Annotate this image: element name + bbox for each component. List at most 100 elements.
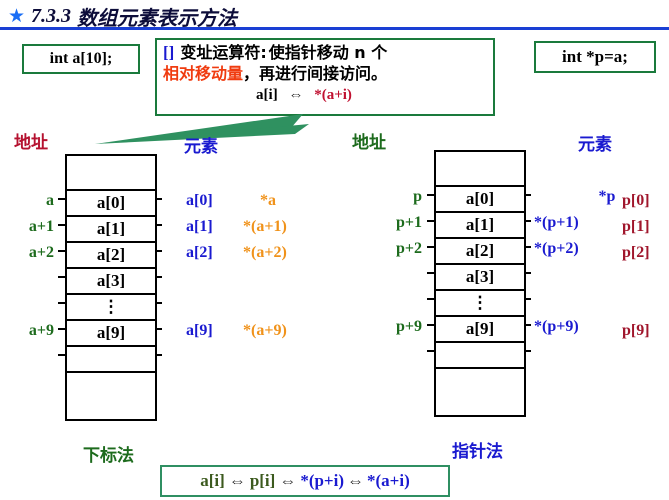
tick-mark <box>524 194 531 196</box>
array-declaration-code: int a[10]; <box>49 50 113 67</box>
table-row: a[0] <box>436 187 524 213</box>
summary-formula-box: a[i]⇔p[i]⇔*(p+i)⇔*(a+i) <box>160 465 450 497</box>
right-index-9: p[9] <box>622 322 650 339</box>
tick-mark <box>58 276 65 278</box>
pointer-declaration-code: int *p=a; <box>562 47 628 66</box>
right-deref-9: *(p+9) <box>534 318 579 335</box>
right-deref-1: *(p+1) <box>534 214 579 231</box>
table-row: a[1] <box>67 217 155 243</box>
left-element-9: a[9] <box>186 322 213 339</box>
table-row <box>67 373 155 419</box>
equivalence-icon-1: ⇔ <box>228 471 246 490</box>
equivalence-icon-2: ⇔ <box>279 471 297 490</box>
array-declaration-box: int a[10]; <box>22 44 140 74</box>
tick-mark <box>427 246 434 248</box>
title-number: 7.3.3 <box>31 5 72 27</box>
explanation-desc-1: 使指针移动 n 个 <box>268 43 388 62</box>
star-icon: ★ <box>8 6 26 27</box>
left-deref-2: *(a+2) <box>243 244 287 261</box>
tick-mark <box>524 272 531 274</box>
table-row <box>436 152 524 187</box>
table-row: a[1] <box>436 213 524 239</box>
tick-mark <box>524 246 531 248</box>
formula-term-1: a[i] <box>200 471 225 490</box>
table-row: a[3] <box>436 265 524 291</box>
explanation-formula: a[i] ⇔ *(a+i) <box>163 85 487 106</box>
tick-mark <box>427 220 434 222</box>
explanation-formula-right: *(a+i) <box>314 87 352 103</box>
table-row: a[9] <box>67 321 155 347</box>
table-row <box>436 369 524 415</box>
right-address-1: p+1 <box>395 214 422 231</box>
tick-mark <box>155 250 162 252</box>
tick-mark <box>155 276 162 278</box>
table-row: a[2] <box>67 243 155 269</box>
tick-mark <box>524 324 531 326</box>
tick-mark <box>155 302 162 304</box>
page-title: ★ 7.3.3 数组元素表示方法 <box>8 2 237 31</box>
right-address-2: p+2 <box>395 240 422 257</box>
right-address-0: p <box>413 188 422 205</box>
explanation-term: 变址运算符: <box>180 43 267 62</box>
explanation-formula-left: a[i] <box>256 87 278 103</box>
right-index-1: p[1] <box>622 218 650 235</box>
tick-mark <box>427 194 434 196</box>
table-row <box>67 156 155 191</box>
tick-mark <box>58 224 65 226</box>
tick-mark <box>58 198 65 200</box>
explanation-desc-2: ，再进行间接访问。 <box>243 64 388 83</box>
table-row <box>67 347 155 373</box>
tick-mark <box>524 298 531 300</box>
right-deref-0: *p <box>598 188 616 205</box>
summary-formula-text: a[i]⇔p[i]⇔*(p+i)⇔*(a+i) <box>200 471 409 491</box>
tick-mark <box>58 354 65 356</box>
equivalence-icon-3: ⇔ <box>347 471 364 490</box>
tick-mark <box>155 224 162 226</box>
table-row-ellipsis: ⋮ <box>67 295 155 321</box>
table-row: a[0] <box>67 191 155 217</box>
tick-mark <box>155 354 162 356</box>
explanation-line-1: [] 变址运算符: 使指针移动 n 个 <box>163 42 487 63</box>
tick-mark <box>155 198 162 200</box>
table-row-ellipsis: ⋮ <box>436 291 524 317</box>
operator-explanation-box: [] 变址运算符: 使指针移动 n 个 相对移动量，再进行间接访问。 a[i] … <box>155 38 495 116</box>
equivalence-icon: ⇔ <box>288 87 304 103</box>
left-address-2: a+2 <box>28 244 54 261</box>
bracket-operator-symbol: [] <box>163 43 175 62</box>
left-deref-9: *(a+9) <box>243 322 287 339</box>
callout-pointer-icon <box>95 114 309 144</box>
right-deref-2: *(p+2) <box>534 240 579 257</box>
left-diagram-caption: 下标法 <box>83 446 134 465</box>
right-element-header: 元素 <box>578 135 612 154</box>
left-address-header: 地址 <box>14 133 48 152</box>
table-row: a[3] <box>67 269 155 295</box>
left-element-header: 元素 <box>184 137 218 156</box>
explanation-highlight: 相对移动量 <box>163 64 244 83</box>
left-address-0: a <box>46 192 54 209</box>
tick-mark <box>427 272 434 274</box>
left-element-1: a[1] <box>186 218 213 235</box>
left-memory-table: a[0] a[1] a[2] a[3] ⋮ a[9] <box>65 154 157 421</box>
right-diagram-caption: 指针法 <box>452 442 503 461</box>
formula-term-4: *(a+i) <box>367 471 410 490</box>
tick-mark <box>427 298 434 300</box>
tick-mark <box>524 350 531 352</box>
pointer-declaration-box: int *p=a; <box>534 41 656 73</box>
left-address-1: a+1 <box>28 218 54 235</box>
table-row <box>436 343 524 369</box>
left-element-0: a[0] <box>186 192 213 209</box>
table-row: a[9] <box>436 317 524 343</box>
tick-mark <box>427 350 434 352</box>
table-row: a[2] <box>436 239 524 265</box>
tick-mark <box>155 328 162 330</box>
explanation-line-2: 相对移动量，再进行间接访问。 <box>163 63 487 85</box>
right-address-9: p+9 <box>395 318 422 335</box>
tick-mark <box>58 250 65 252</box>
tick-mark <box>427 324 434 326</box>
right-index-2: p[2] <box>622 244 650 261</box>
tick-mark <box>58 302 65 304</box>
left-deref-1: *(a+1) <box>243 218 287 235</box>
left-element-2: a[2] <box>186 244 213 261</box>
formula-term-2: p[i] <box>249 471 276 490</box>
title-divider <box>0 27 669 30</box>
